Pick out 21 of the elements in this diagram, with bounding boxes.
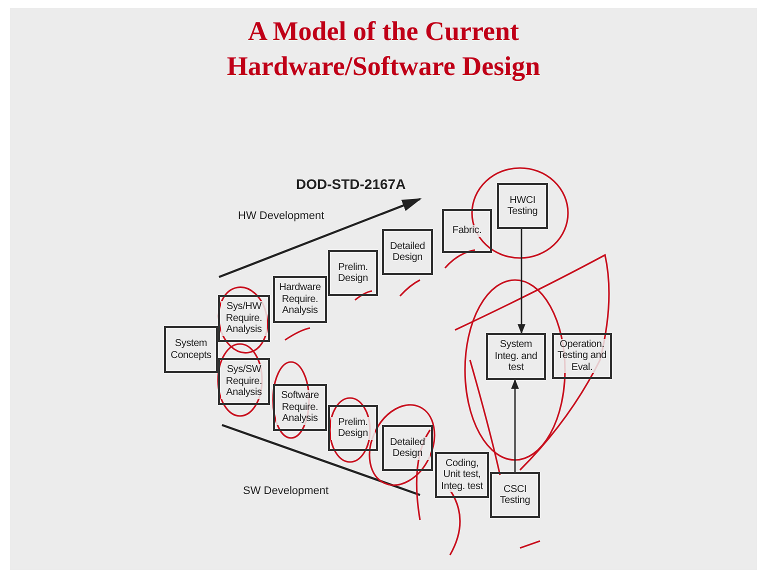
standard-label: DOD-STD-2167A	[296, 176, 406, 192]
phase-label: SW Development	[243, 485, 329, 497]
arrow	[518, 229, 526, 334]
process-box: Sys/SW Require. Analysis	[218, 358, 270, 405]
process-box: HWCI Testing	[497, 183, 548, 229]
process-box: System Concepts	[164, 326, 218, 373]
process-box: Operation. Testing and Eval.	[552, 333, 612, 379]
process-box: Sys/HW Require. Analysis	[218, 295, 270, 342]
process-box: Fabric.	[442, 209, 492, 253]
process-box: Detailed Design	[382, 229, 433, 275]
process-box: Detailed Design	[382, 425, 433, 471]
phase-label: HW Development	[238, 210, 324, 222]
title: A Model of the Current Hardware/Software Design	[226, 15, 542, 84]
process-box: Software Require. Analysis	[273, 384, 327, 431]
process-box: CSCI Testing	[490, 472, 540, 518]
arrow	[511, 379, 519, 472]
process-box: Coding, Unit test, Integ. test	[435, 452, 489, 498]
process-box: System Integ. and test	[486, 333, 546, 380]
process-box: Prelim. Design	[328, 405, 378, 451]
process-box: Hardware Require. Analysis	[273, 276, 327, 323]
process-box: Prelim. Design	[328, 250, 378, 296]
